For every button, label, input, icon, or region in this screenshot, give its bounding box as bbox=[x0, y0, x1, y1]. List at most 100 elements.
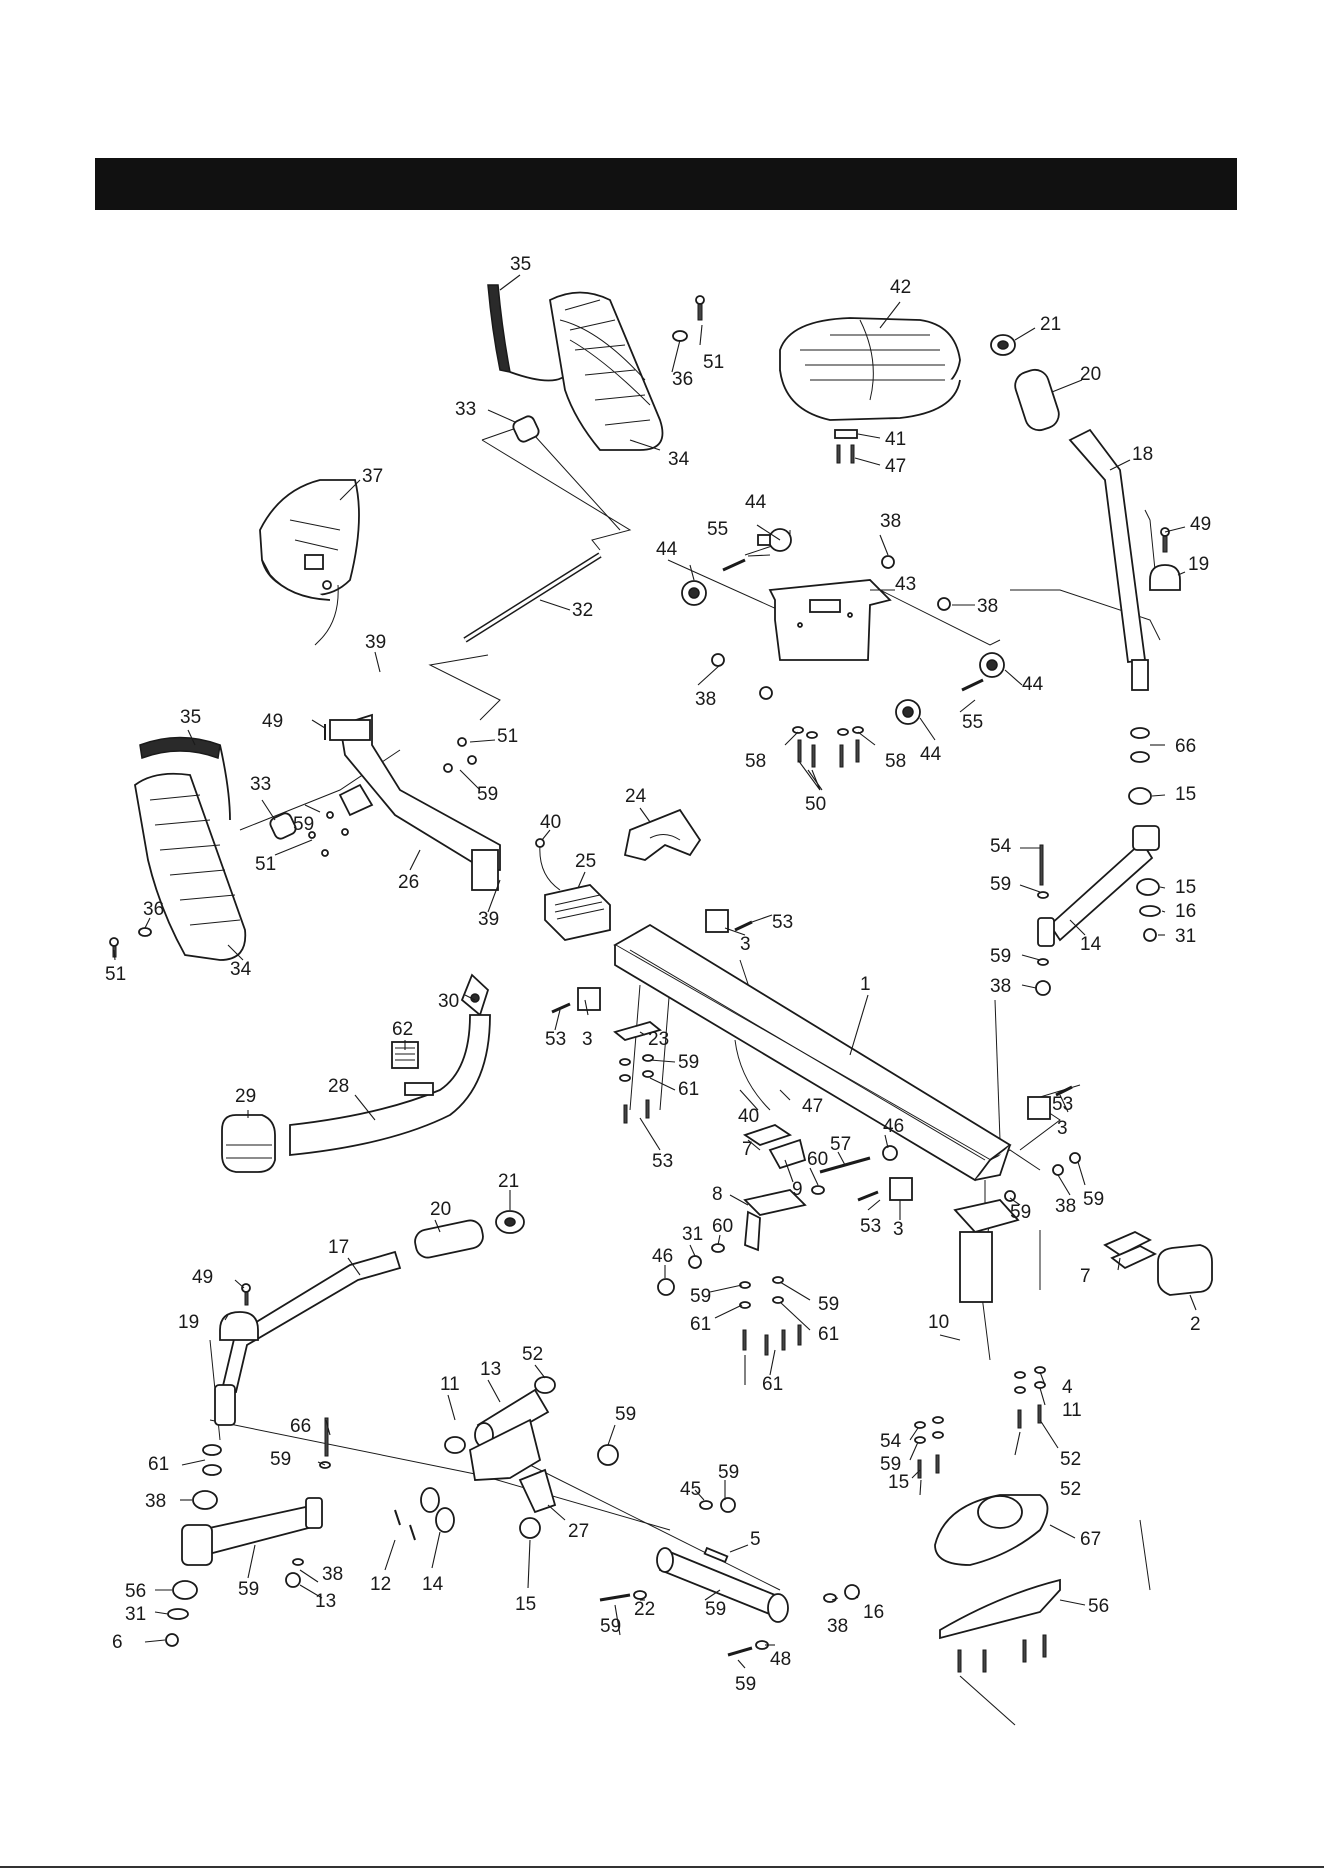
bolt-53-d bbox=[857, 1190, 879, 1202]
endcap-21-lower bbox=[495, 1210, 525, 1234]
callout-label: 46 bbox=[883, 1116, 904, 1137]
leader-lines bbox=[113, 274, 1197, 1726]
bushing-15-left-a bbox=[192, 1490, 218, 1510]
callout-label: 11 bbox=[440, 1374, 460, 1395]
callout-label: 25 bbox=[575, 851, 596, 872]
callout-label: 36 bbox=[672, 369, 693, 390]
callout-label: 60 bbox=[807, 1149, 828, 1170]
callout-label: 48 bbox=[770, 1649, 791, 1670]
callout-label: 3 bbox=[582, 1029, 593, 1050]
callout-label: 46 bbox=[652, 1246, 673, 1267]
callout-label: 15 bbox=[1175, 877, 1196, 898]
callout-label: 59 bbox=[735, 1674, 756, 1695]
callout-label: 59 bbox=[270, 1449, 291, 1470]
callout-label: 59 bbox=[238, 1579, 259, 1600]
callout-label: 23 bbox=[648, 1029, 669, 1050]
callout-label: 59 bbox=[880, 1454, 901, 1475]
section-header-bar bbox=[95, 158, 1237, 210]
callout-label: 56 bbox=[125, 1581, 146, 1602]
callout-label: 47 bbox=[885, 456, 906, 477]
bolt-53-c bbox=[1055, 1085, 1073, 1097]
callout-label: 39 bbox=[478, 909, 499, 930]
callout-label: 35 bbox=[180, 707, 201, 728]
bolt-55-b bbox=[961, 678, 984, 692]
callout-label: 53 bbox=[545, 1029, 566, 1050]
wire-40-lower bbox=[734, 1039, 771, 1111]
callout-label: 20 bbox=[1080, 364, 1101, 385]
callout-label: 50 bbox=[805, 794, 826, 815]
spacer-33-left bbox=[269, 812, 297, 840]
callout-label: 49 bbox=[192, 1267, 213, 1288]
callout-label: 51 bbox=[703, 352, 724, 373]
wheel-44-d bbox=[895, 699, 921, 725]
pivot-bracket-45 bbox=[469, 1418, 557, 1514]
bushing-15-right-a bbox=[1128, 787, 1152, 805]
callout-label: 59 bbox=[1083, 1189, 1104, 1210]
rear-post-4 bbox=[953, 1199, 1020, 1303]
callout-label: 49 bbox=[262, 711, 283, 732]
nut-31-right bbox=[1143, 928, 1157, 942]
washer-59-right-a bbox=[1037, 891, 1049, 899]
bracket-41 bbox=[834, 429, 858, 464]
callout-label: 55 bbox=[962, 712, 983, 733]
callout-label: 42 bbox=[890, 277, 911, 298]
cap-19-lower bbox=[219, 1311, 259, 1341]
washer-60-a bbox=[811, 1185, 825, 1195]
cover-24 bbox=[623, 808, 702, 861]
bracket-7-center bbox=[742, 1124, 793, 1146]
callout-label: 15 bbox=[888, 1472, 909, 1493]
callout-label: 35 bbox=[510, 254, 531, 275]
bushing-15-right-b bbox=[1136, 878, 1160, 896]
callout-label: 52 bbox=[1060, 1479, 1081, 1500]
shock-22 bbox=[656, 1546, 789, 1623]
callout-label: 59 bbox=[718, 1462, 739, 1483]
callout-label: 31 bbox=[125, 1604, 146, 1625]
callout-label: 19 bbox=[178, 1312, 199, 1333]
callout-label: 7 bbox=[742, 1139, 753, 1160]
wheel-44-b bbox=[681, 580, 707, 606]
callout-label: 59 bbox=[818, 1294, 839, 1315]
washers-59-61-rear bbox=[914, 1366, 1046, 1444]
callout-label: 27 bbox=[568, 1521, 589, 1542]
callout-label: 33 bbox=[455, 399, 476, 420]
crank-arm-14-right bbox=[1037, 825, 1160, 947]
callout-label: 58 bbox=[885, 751, 906, 772]
bolt-56-a bbox=[599, 1593, 631, 1602]
bushing-11-b bbox=[444, 1436, 466, 1454]
nut-31-left bbox=[165, 1633, 179, 1647]
callout-label: 51 bbox=[497, 726, 518, 747]
nut-46-b bbox=[657, 1278, 675, 1296]
handlebar-17-pivot bbox=[214, 1384, 236, 1426]
callout-label: 38 bbox=[880, 511, 901, 532]
callout-label: 53 bbox=[860, 1216, 881, 1237]
nut-38-right bbox=[1035, 980, 1051, 996]
endcap-29 bbox=[221, 1114, 276, 1173]
callout-label: 9 bbox=[792, 1179, 803, 1200]
bolt-49-lower bbox=[241, 1283, 251, 1306]
callout-label: 15 bbox=[1175, 784, 1196, 805]
nut-46-a bbox=[882, 1145, 898, 1161]
callout-label: 3 bbox=[1057, 1118, 1068, 1139]
controller-25 bbox=[544, 884, 611, 941]
callout-label: 59 bbox=[990, 946, 1011, 967]
callout-label: 17 bbox=[328, 1237, 349, 1258]
washer-60-b bbox=[711, 1243, 725, 1253]
callout-label: 47 bbox=[802, 1096, 823, 1117]
callout-label: 3 bbox=[893, 1219, 904, 1240]
callout-label: 16 bbox=[1175, 901, 1196, 922]
callout-label: 10 bbox=[928, 1312, 949, 1333]
bushing-11-a bbox=[534, 1376, 556, 1394]
callout-label: 1 bbox=[860, 974, 871, 995]
seat-42 bbox=[779, 317, 961, 421]
callout-label: 21 bbox=[498, 1171, 519, 1192]
callout-label: 52 bbox=[1060, 1449, 1081, 1470]
callout-label: 44 bbox=[920, 744, 942, 765]
callout-label: 20 bbox=[430, 1199, 451, 1220]
washer-16-right bbox=[1139, 905, 1161, 917]
washer-59-shock-a bbox=[699, 1500, 713, 1510]
cap-19-right bbox=[1149, 564, 1181, 591]
callout-label: 58 bbox=[745, 751, 766, 772]
wheel-44-a bbox=[757, 528, 792, 552]
bolts-53-bottom bbox=[623, 1099, 650, 1124]
